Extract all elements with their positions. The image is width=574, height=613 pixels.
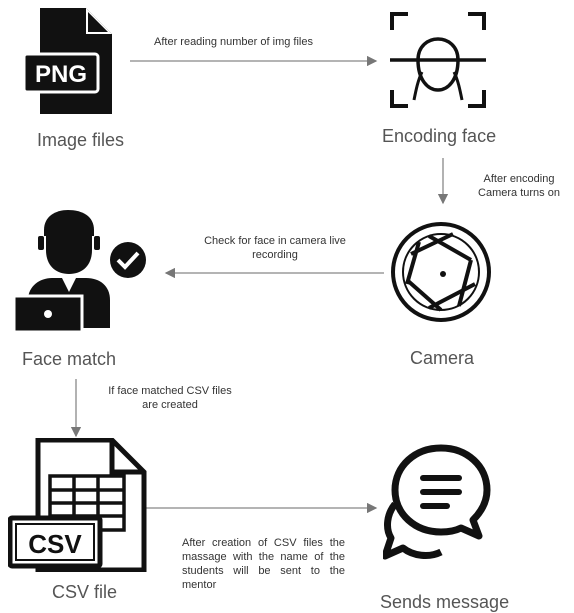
edge-label-line: Check for face in camera live xyxy=(204,235,346,247)
csv-file-label: CSV file xyxy=(52,582,118,602)
edge-label-line: are created xyxy=(142,399,198,411)
sends-message-label: Sends message xyxy=(380,592,510,612)
face-match-label: Face match xyxy=(22,349,117,369)
face-scan-icon xyxy=(390,12,486,108)
image-files-label: Image files xyxy=(37,130,125,150)
edge-label-csv-to-message: After creation of CSV files the massage … xyxy=(182,537,345,591)
edge-label-read-files: After reading number of img files xyxy=(154,36,313,48)
svg-text:CSV: CSV xyxy=(28,529,82,559)
edge-label-encode-to-camera: After encoding Camera turns on xyxy=(466,172,572,200)
encoding-face-label: Encoding face xyxy=(382,126,497,146)
png-file-icon: PNG xyxy=(22,8,112,114)
edge-label-line: recording xyxy=(252,249,298,261)
csv-spreadsheet-icon: CSV xyxy=(8,438,147,572)
edge-label-match-to-csv: If face matched CSV files are created xyxy=(86,384,254,412)
chat-bubbles-icon xyxy=(383,444,491,560)
edge-label-line: Camera turns on xyxy=(478,187,560,199)
edge-label-line: After encoding xyxy=(483,173,555,185)
user-laptop-check-icon xyxy=(12,210,146,332)
camera-aperture-icon xyxy=(391,222,491,322)
edge-label-camera-to-match: Check for face in camera live recording xyxy=(180,234,370,262)
edge-label-line: If face matched CSV files xyxy=(108,385,232,397)
svg-text:PNG: PNG xyxy=(35,61,87,88)
camera-label: Camera xyxy=(410,348,475,368)
